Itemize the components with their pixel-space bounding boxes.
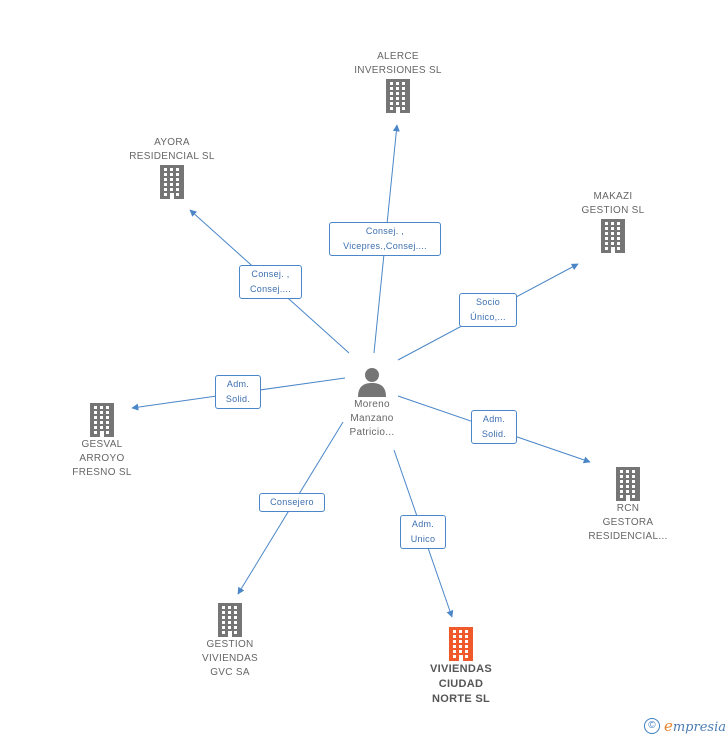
empresia-logo: empresia: [663, 717, 726, 735]
person-name: Moreno Manzano Patricio...: [349, 399, 395, 438]
building-icon: [386, 79, 410, 113]
brand-footer: © empresia: [643, 714, 726, 738]
building-icon: [601, 219, 625, 253]
edge-label-ayora[interactable]: Consej. ,Consej....: [239, 265, 302, 299]
person-icon: [358, 368, 386, 397]
building-icon: [90, 403, 114, 437]
edge-label-viviendas[interactable]: Adm.Unico: [400, 515, 446, 549]
edge-label-alerce[interactable]: Consej. ,Vicepres.,Consej....: [329, 222, 441, 256]
edge-label-gestion[interactable]: Consejero: [259, 493, 325, 512]
edge-label-rcn[interactable]: Adm.Solid.: [471, 410, 517, 444]
edge-label-gesval[interactable]: Adm.Solid.: [215, 375, 261, 409]
person-node-moreno[interactable]: Moreno Manzano Patricio...: [322, 366, 422, 440]
copyright-icon: ©: [643, 718, 660, 734]
building-icon: [218, 603, 242, 637]
building-icon: [449, 627, 473, 661]
building-icon: [160, 165, 184, 199]
building-icon: [616, 467, 640, 501]
